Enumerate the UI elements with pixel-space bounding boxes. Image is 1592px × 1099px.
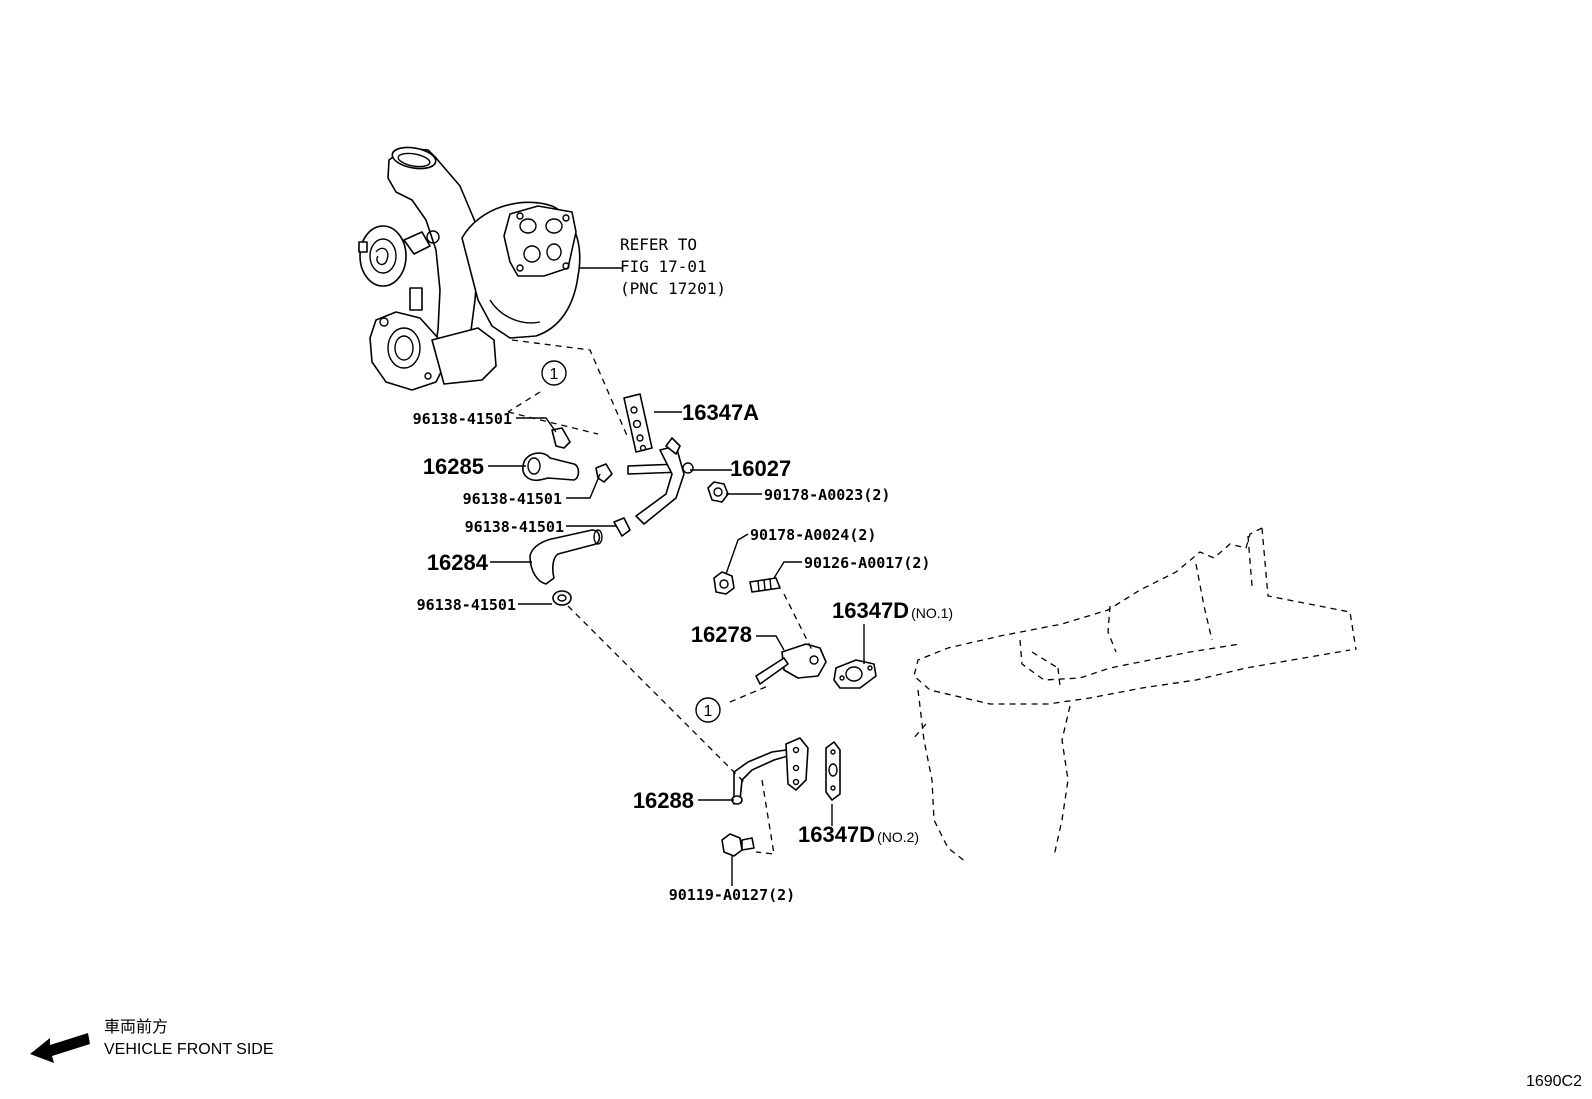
reference-mark-1-upper: 1 xyxy=(541,360,567,386)
refer-note-line2: FIG 17-01 xyxy=(620,257,707,276)
callout-16285: 16285 xyxy=(423,454,484,479)
direction-japanese: 車両前方 xyxy=(104,1018,168,1036)
callout-90178-a0023: 90178-A0023(2) xyxy=(764,486,890,504)
gasket-16347d-no1-illustration xyxy=(833,659,877,689)
callout-16288: 16288 xyxy=(633,788,694,813)
vehicle-front-indicator: 車両前方 VEHICLE FRONT SIDE xyxy=(30,1018,274,1063)
pipe-16027-illustration xyxy=(627,437,694,525)
refer-note-line1: REFER TO xyxy=(620,235,697,254)
callout-16347a: 16347A xyxy=(682,400,759,425)
callout-90126-a0017: 90126-A0017(2) xyxy=(804,554,930,572)
pipe-16288-illustration xyxy=(731,737,809,805)
stud-90126-a0017-illustration xyxy=(749,577,781,593)
callout-16347d-no1: 16347D(NO.1) xyxy=(832,598,953,623)
nut-90178-a0023-illustration xyxy=(707,481,729,503)
engine-block-outline xyxy=(911,527,1357,863)
callout-90178-a0024: 90178-A0024(2) xyxy=(750,526,876,544)
flange-16278-illustration xyxy=(755,643,827,685)
gasket-16347d-no2-illustration xyxy=(825,741,841,801)
callout-96138-41501-d: 96138-41501 xyxy=(417,596,516,614)
assembly-dashed-lines xyxy=(507,339,813,855)
leader-lines xyxy=(488,267,865,886)
callout-16284: 16284 xyxy=(427,550,489,575)
reference-mark-1-lower: 1 xyxy=(695,697,721,723)
callout-90119-a0127: 90119-A0127(2) xyxy=(669,886,795,904)
figure-code: 1690C2 xyxy=(1526,1073,1582,1090)
callout-16027: 16027 xyxy=(730,456,791,481)
refer-note-line3: (PNC 17201) xyxy=(620,279,726,298)
hose-16285-illustration xyxy=(522,452,580,482)
bolt-90119-a0127-illustration xyxy=(721,833,755,857)
callout-96138-41501-c: 96138-41501 xyxy=(465,518,564,536)
direction-english: VEHICLE FRONT SIDE xyxy=(104,1041,274,1058)
refer-note: REFER TO FIG 17-01 (PNC 17201) xyxy=(620,235,726,298)
svg-text:1: 1 xyxy=(550,366,559,383)
gasket-16347a-illustration xyxy=(623,393,653,453)
callout-16347d-no2: 16347D(NO.2) xyxy=(798,822,919,847)
svg-text:1: 1 xyxy=(704,703,713,720)
callout-96138-41501-b: 96138-41501 xyxy=(463,490,562,508)
callout-16278: 16278 xyxy=(691,622,752,647)
nut-90178-a0024-illustration xyxy=(713,571,735,595)
turbocharger-illustration xyxy=(358,146,581,391)
hose-16284-illustration xyxy=(529,529,603,585)
arrow-left-icon xyxy=(30,1033,90,1063)
callout-96138-41501-a: 96138-41501 xyxy=(413,410,512,428)
clamp-illustrations xyxy=(551,427,631,606)
